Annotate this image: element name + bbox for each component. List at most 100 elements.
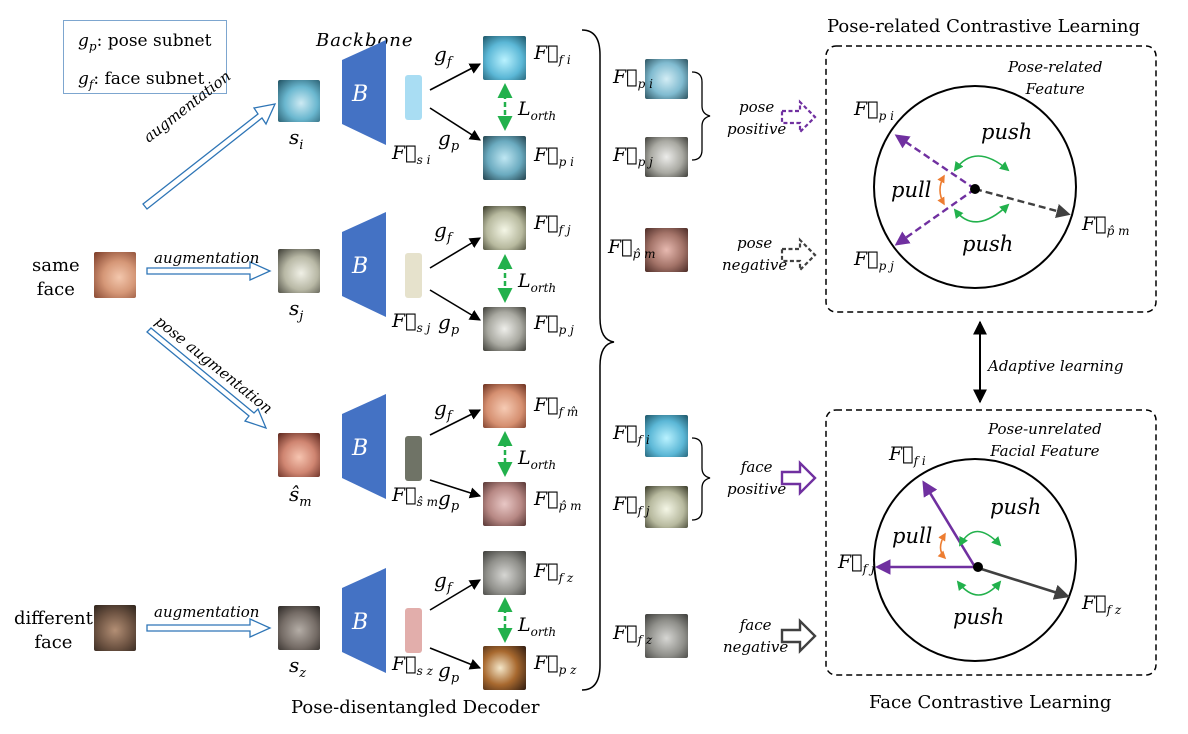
feature-label-si: F⃗s i (392, 142, 431, 167)
feature-label-sm: F⃗ŝ m (392, 484, 438, 509)
face-vectors (874, 480, 1070, 600)
augmentation-arrow-pose (146, 327, 268, 430)
face-positive-brace (691, 437, 711, 521)
feature-label-sj: F⃗s j (392, 310, 431, 335)
legend-box: gp: pose subnet gf: face subnet (63, 20, 227, 94)
pose-vector-label-j: F⃗p j (854, 248, 894, 273)
adaptive-learning-label: Adaptive learning (988, 357, 1124, 375)
legend-pose-line: gp: pose subnet (78, 31, 212, 54)
feature-bar-sz (405, 608, 422, 653)
orth-label-2: Lorth (518, 270, 557, 295)
face-group-label-fi: F⃗f i (613, 422, 650, 447)
sample-si-image (278, 80, 320, 122)
face-positive-arrow (780, 460, 817, 496)
big-brace (581, 29, 615, 691)
sample-label-sm: ŝm (289, 482, 312, 510)
backbone-block-2 (342, 212, 386, 317)
face-panel-frame (825, 409, 1157, 676)
legend-face-line: gf: face subnet (78, 69, 205, 92)
pose-push-pull-arcs (937, 155, 1010, 223)
pose-group-pi-image (645, 59, 688, 99)
pose-push-bottom: push (962, 232, 1014, 256)
gf-label-2: gf (434, 218, 452, 246)
pose-feature-circle (873, 85, 1077, 289)
backbone-block-4 (342, 568, 386, 673)
pose-panel-frame (825, 45, 1157, 313)
augmentation-arrow-middle (146, 260, 272, 282)
face-negative-arrow (780, 618, 817, 654)
gf-label-3: gf (434, 396, 452, 424)
gp-label-1: gp (438, 126, 460, 154)
pose-negative-arrow (780, 237, 817, 273)
feature-label-sz: F⃗s z (392, 653, 433, 678)
sample-sm-image (278, 433, 320, 477)
feature-bar-sj (405, 253, 422, 298)
face-group-fi-image (645, 415, 688, 457)
sample-label-si: si (289, 125, 304, 153)
face-vector-label-i: F⃗f i (889, 443, 926, 468)
augmentation-label-bottom: augmentation (154, 603, 260, 621)
pose-positive-arrow (780, 99, 817, 135)
output-label-fz: F⃗f z (534, 560, 574, 585)
gp-label-4: gp (438, 658, 460, 686)
pose-vector-label-m: F⃗p̂ m (1082, 213, 1130, 238)
pose-group-pj-image (645, 137, 688, 177)
pose-vectors (894, 134, 1071, 246)
face-group-label-fj: F⃗f j (613, 493, 650, 518)
different-face-image (94, 605, 136, 651)
gf-label-4: gf (434, 568, 452, 596)
output-label-fi: F⃗f i (534, 42, 571, 67)
pose-pull: pull (891, 178, 932, 202)
pose-output-pz-image (483, 646, 526, 690)
pose-output-pj-image (483, 307, 526, 351)
face-push-pull-arcs (937, 530, 1002, 596)
augmentation-arrow-bottom (146, 617, 272, 639)
pose-group-label-pm: F⃗p̂ m (608, 236, 656, 261)
output-label-pj: F⃗p j (534, 312, 574, 337)
pose-group-pm-image (645, 228, 688, 272)
sample-label-sz: sz (289, 653, 307, 681)
output-label-fm: F⃗f m̂ (534, 394, 579, 419)
sample-label-sj: sj (289, 296, 304, 324)
backbone-letter-1: B (352, 82, 369, 107)
face-output-fi-image (483, 36, 526, 80)
same-face-image (94, 252, 136, 298)
pose-positive-brace (691, 71, 711, 161)
decoder-caption: Pose-disentangled Decoder (291, 697, 540, 718)
pose-group-label-pi: F⃗p i (613, 66, 653, 91)
feature-bar-si (405, 75, 422, 120)
face-panel-title: Face Contrastive Learning (869, 692, 1112, 713)
feature-bar-sm (405, 436, 422, 481)
face-output-fj-image (483, 206, 526, 250)
orth-label-3: Lorth (518, 447, 557, 472)
face-vector-label-j: F⃗f j (838, 551, 875, 576)
gf-label-1: gf (434, 42, 452, 70)
face-pull: pull (892, 524, 933, 548)
face-push-bottom: push (953, 605, 1005, 629)
backbone-block-1 (342, 40, 386, 145)
face-output-fm-image (483, 384, 526, 428)
gp-label-3: gp (438, 486, 460, 514)
sample-sj-image (278, 249, 320, 293)
face-push-top: push (990, 495, 1042, 519)
output-label-pm: F⃗p̂ m (534, 488, 582, 513)
face-group-fz-image (645, 614, 688, 658)
face-output-fz-image (483, 551, 526, 595)
pose-group-label-pj: F⃗p j (613, 144, 653, 169)
face-group-fj-image (645, 486, 688, 528)
pose-output-pi-image (483, 136, 526, 180)
backbone-block-3 (342, 394, 386, 499)
gp-label-2: gp (438, 310, 460, 338)
pose-output-pm-image (483, 482, 526, 526)
sample-sz-image (278, 606, 320, 650)
orth-label-4: Lorth (518, 614, 557, 639)
pose-panel-title: Pose-related Contrastive Learning (827, 16, 1141, 37)
backbone-letter-4: B (352, 610, 369, 635)
